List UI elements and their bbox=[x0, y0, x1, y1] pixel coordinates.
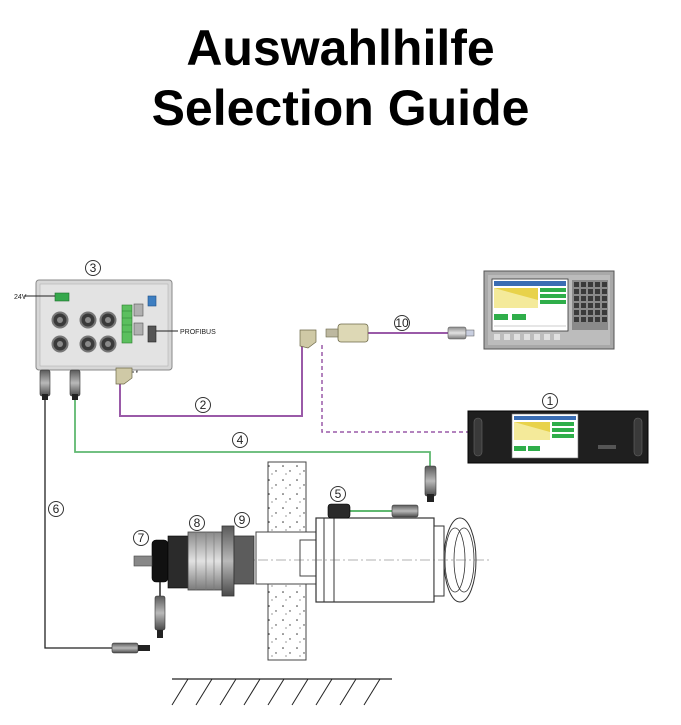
callout-4: 4 bbox=[232, 432, 248, 448]
plug-4 bbox=[69, 369, 81, 400]
callout-6: 6 bbox=[48, 501, 64, 517]
svg-text:5: 5 bbox=[335, 487, 342, 501]
svg-text:3: 3 bbox=[90, 261, 97, 275]
profibus-label: PROFIBUS bbox=[180, 329, 216, 336]
svg-text:6: 6 bbox=[53, 502, 60, 516]
callout-3: 3 bbox=[85, 260, 101, 276]
svg-text:8: 8 bbox=[194, 516, 201, 530]
cable-6-black bbox=[44, 395, 112, 649]
encoder-5 bbox=[327, 503, 419, 519]
angled-adapter bbox=[299, 329, 317, 349]
callout-2: 2 bbox=[195, 397, 211, 413]
callout-5: 5 bbox=[330, 486, 346, 502]
interface-module bbox=[24, 279, 178, 371]
plug-2-angled bbox=[115, 367, 133, 385]
connector-6 bbox=[111, 642, 150, 654]
svg-text:10: 10 bbox=[395, 316, 409, 330]
svg-text:7: 7 bbox=[138, 531, 145, 545]
rack-unit bbox=[467, 410, 649, 464]
callout-1: 1 bbox=[542, 393, 558, 409]
cable-4-green bbox=[74, 395, 431, 468]
svg-text:9: 9 bbox=[239, 513, 246, 527]
callout-8: 8 bbox=[189, 515, 205, 531]
motor-body bbox=[150, 517, 490, 603]
panel-plug bbox=[447, 326, 475, 340]
operator-panel bbox=[483, 270, 615, 350]
voltage-label: 24V bbox=[14, 294, 27, 301]
page-title-german: Auswahlhilfe bbox=[186, 20, 495, 76]
plug-6 bbox=[39, 369, 51, 400]
inline-adapter bbox=[325, 323, 369, 343]
svg-text:2: 2 bbox=[200, 398, 207, 412]
sensor-assembly bbox=[133, 525, 255, 638]
callout-7: 7 bbox=[133, 530, 149, 546]
svg-text:4: 4 bbox=[237, 433, 244, 447]
connector-4 bbox=[424, 465, 437, 502]
cable-dashed-purple bbox=[321, 345, 470, 433]
callout-10: 10 bbox=[394, 315, 410, 331]
machine-frame bbox=[255, 461, 319, 661]
svg-text:1: 1 bbox=[547, 394, 554, 408]
callout-9: 9 bbox=[234, 512, 250, 528]
page-title-english: Selection Guide bbox=[151, 80, 530, 136]
ground-symbol bbox=[171, 678, 392, 706]
